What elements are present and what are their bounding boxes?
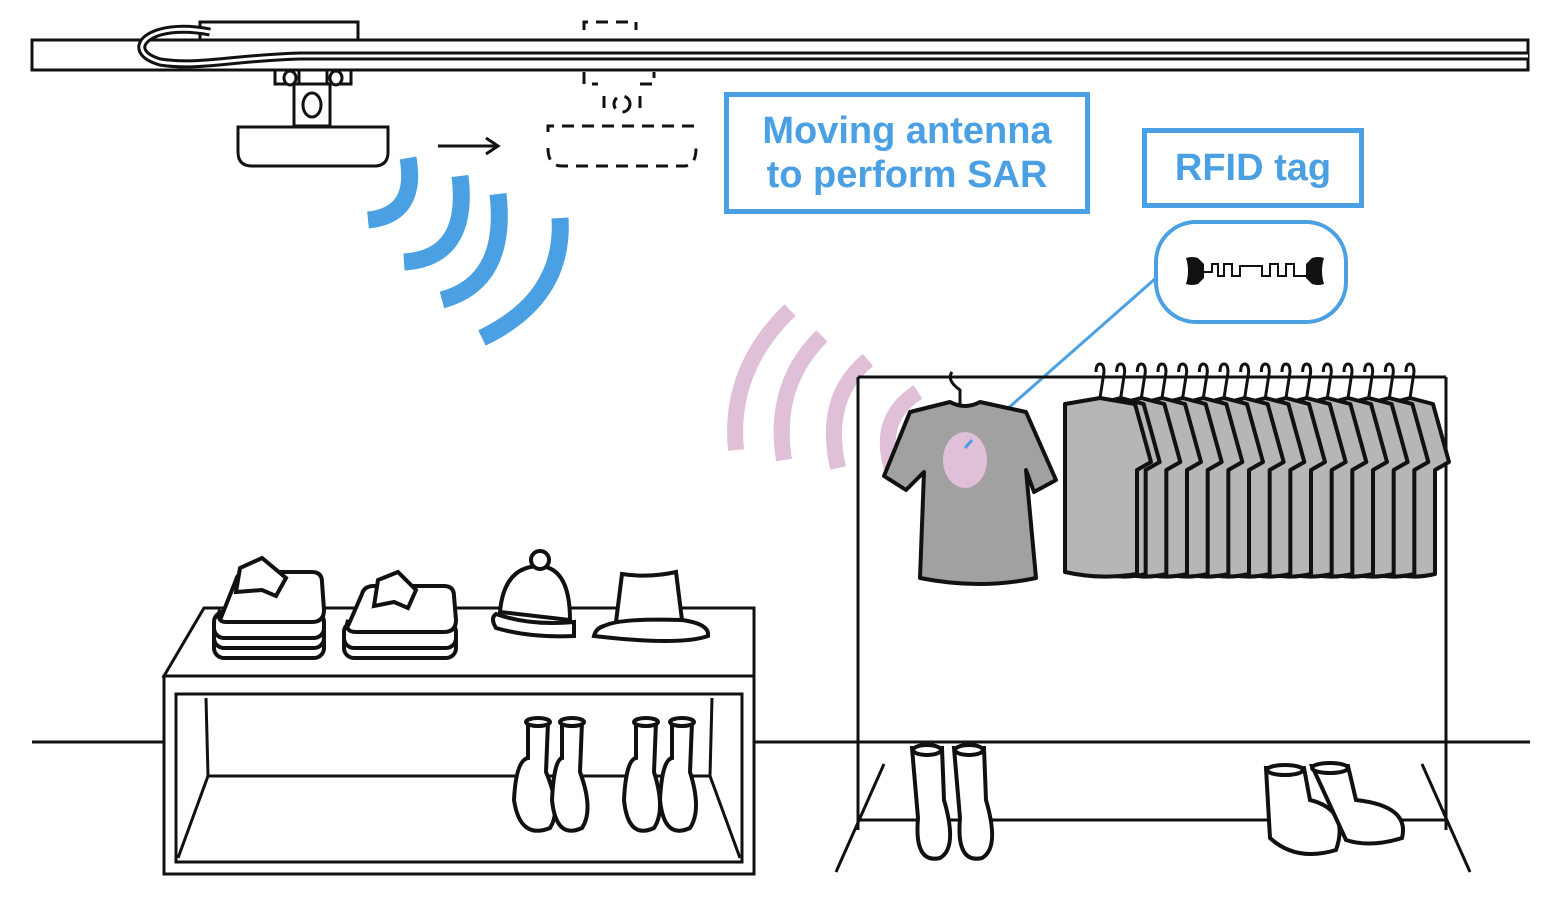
boots	[909, 743, 995, 861]
moving-antenna-label-line2: to perform SAR	[766, 154, 1048, 196]
rfid-tag-icon	[1186, 257, 1324, 285]
shoes	[1263, 761, 1406, 856]
ceiling-rail	[30, 20, 1530, 72]
shirts-on-rack	[1063, 362, 1451, 579]
fedora-hat	[591, 569, 711, 643]
boots	[511, 716, 698, 833]
antenna	[236, 68, 390, 168]
moving-antenna-label: Moving antenna to perform SAR	[724, 92, 1090, 214]
antenna-waves	[366, 156, 569, 346]
folded-shirt-stack	[342, 569, 459, 660]
rfid-tag-callout	[971, 220, 1348, 442]
beanie-hat	[491, 549, 576, 639]
folded-shirt-stack	[212, 555, 327, 660]
antenna-ghost	[546, 20, 698, 168]
moving-antenna-label-line1: Moving antenna	[762, 110, 1052, 152]
rack-shirt	[1063, 362, 1153, 579]
motion-arrow-icon	[438, 136, 501, 156]
tagged-shirt	[882, 371, 1058, 586]
rfid-tag-label: RFID tag	[1142, 128, 1364, 208]
tag-waves	[727, 304, 923, 477]
